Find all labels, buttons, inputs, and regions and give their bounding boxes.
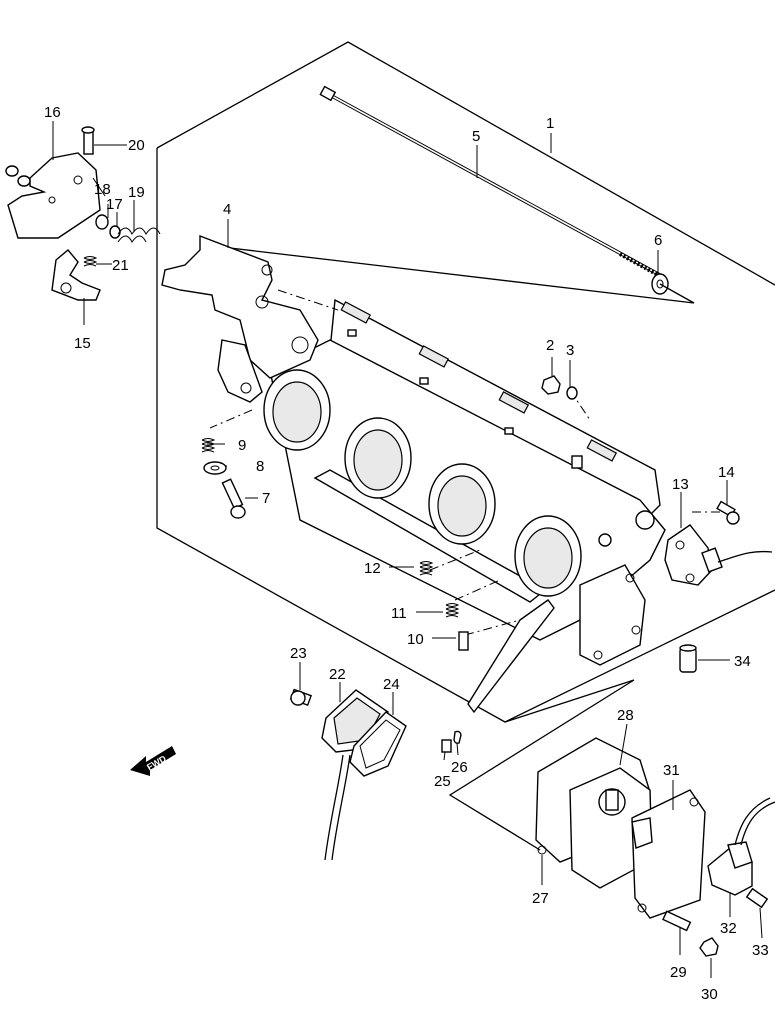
- callout-14: 14: [718, 464, 735, 481]
- actuator-group: [535, 737, 706, 919]
- callout-8: 8: [256, 458, 264, 475]
- callout-27: 27: [532, 890, 549, 907]
- leader-lines: [52, 121, 763, 978]
- callout-5: 5: [472, 128, 480, 145]
- assembly-outline: [156, 41, 775, 851]
- callout-labels: 1 2 3 4 5 6 7 8 9 10 11 12 13 14 15 16 1…: [44, 104, 769, 1003]
- sensor-32: [707, 797, 775, 896]
- long-bolt: [319, 85, 661, 277]
- cam-plate-group: [5, 126, 161, 301]
- throttle-body-assembly: [263, 298, 666, 666]
- spring-12: [419, 561, 434, 576]
- callout-19: 19: [128, 184, 145, 201]
- callout-20: 20: [128, 137, 145, 154]
- callout-16: 16: [44, 104, 61, 121]
- callout-18: 18: [94, 181, 111, 198]
- spring-11: [445, 603, 460, 618]
- callout-10: 10: [407, 631, 424, 648]
- rod: [467, 599, 555, 714]
- callout-6: 6: [654, 232, 662, 249]
- sensor-13: [664, 524, 773, 586]
- callout-21: 21: [112, 257, 129, 274]
- callout-31: 31: [663, 762, 680, 779]
- nut-30: [699, 937, 719, 957]
- screw-25: [441, 739, 452, 753]
- callout-26: 26: [451, 759, 468, 776]
- callout-32: 32: [720, 920, 737, 937]
- callout-34: 34: [734, 653, 751, 670]
- sensor-22-group: [289, 688, 407, 861]
- washer-3: [566, 386, 578, 400]
- callout-13: 13: [672, 476, 689, 493]
- callout-24: 24: [383, 676, 400, 693]
- callout-12: 12: [364, 560, 381, 577]
- callout-30: 30: [701, 986, 718, 1003]
- callout-1: 1: [546, 115, 554, 132]
- callout-9: 9: [238, 437, 246, 454]
- bolt-29: [662, 910, 692, 932]
- screw-spring-group: [201, 438, 246, 519]
- nut-2: [541, 375, 561, 395]
- fwd-arrow-icon: FWD: [130, 746, 176, 776]
- callout-33: 33: [752, 942, 769, 959]
- callout-11: 11: [391, 605, 407, 622]
- screw-10: [458, 631, 469, 651]
- callout-7: 7: [262, 490, 270, 507]
- callout-3: 3: [566, 342, 574, 359]
- bolt-33: [745, 887, 769, 909]
- callout-17: 17: [106, 196, 123, 213]
- callout-15: 15: [74, 335, 91, 352]
- callout-29: 29: [670, 964, 687, 981]
- callout-2: 2: [546, 337, 554, 354]
- callout-4: 4: [223, 201, 231, 218]
- linkage-bracket: [161, 234, 319, 403]
- callout-28: 28: [617, 707, 634, 724]
- callout-22: 22: [329, 666, 346, 683]
- callout-23: 23: [290, 645, 307, 662]
- callout-25: 25: [434, 773, 451, 790]
- clip-26: [453, 730, 462, 744]
